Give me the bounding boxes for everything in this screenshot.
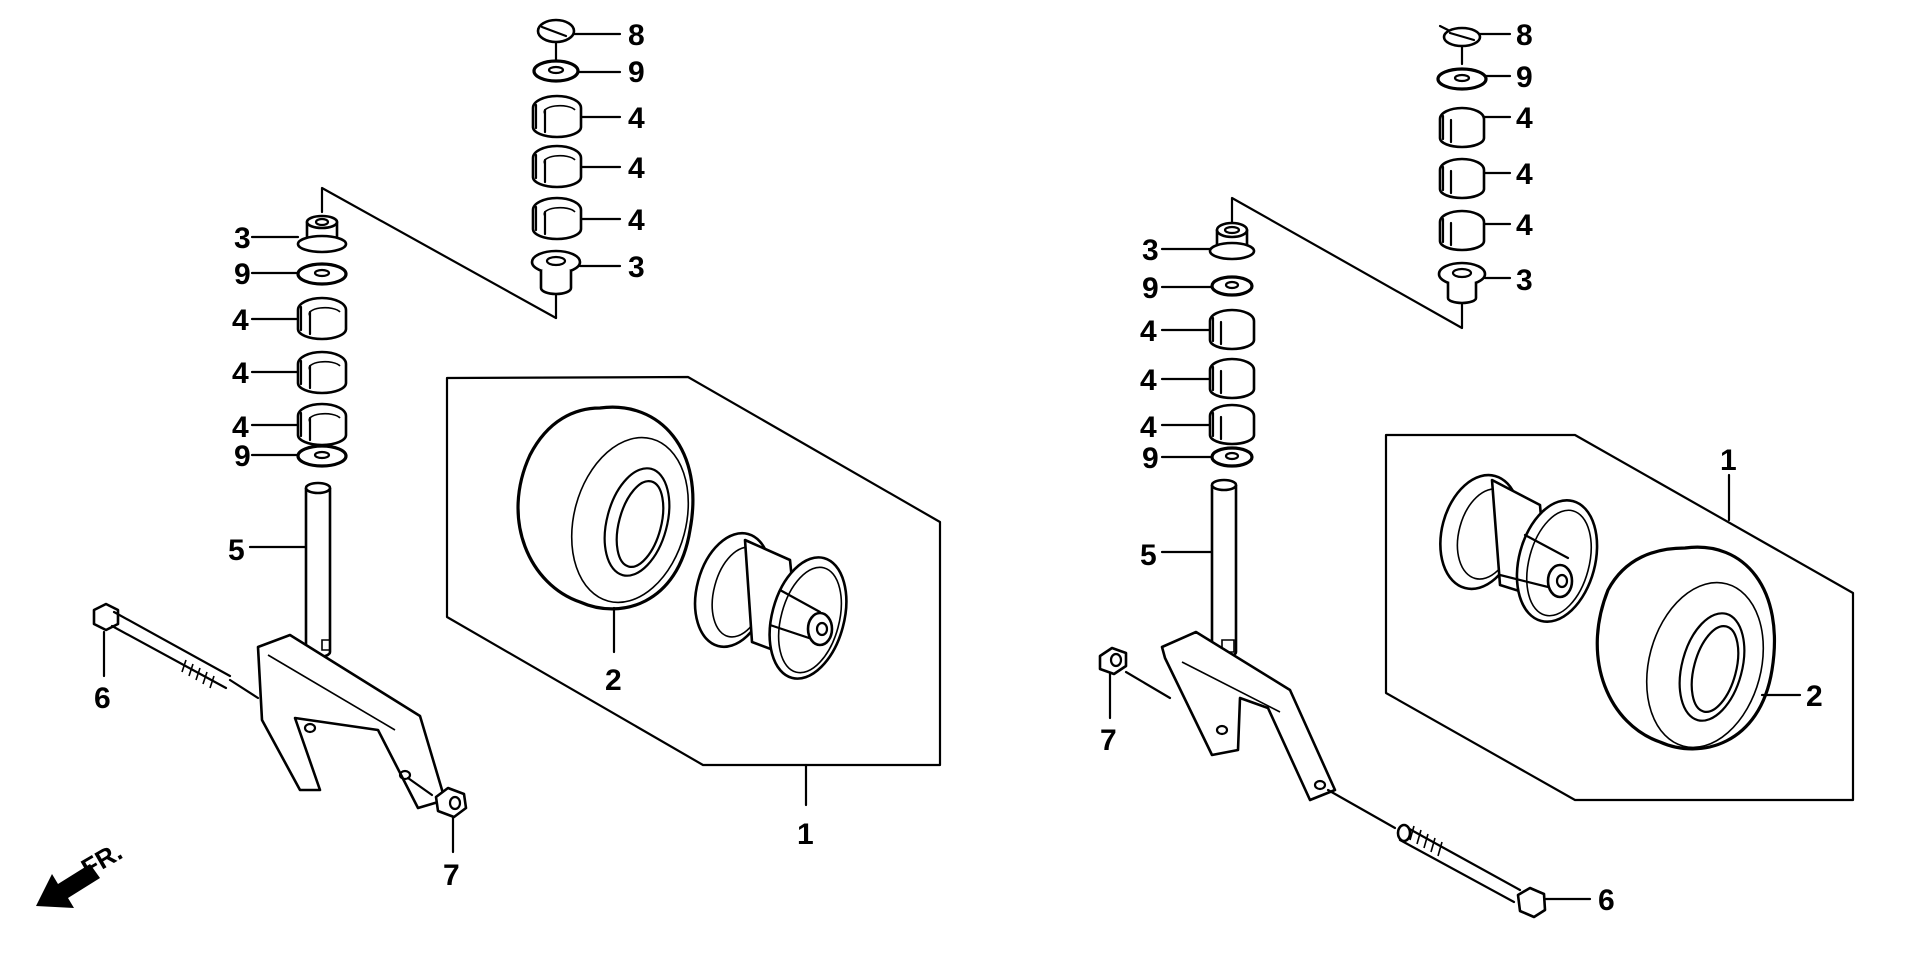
front-arrow-icon: FR. <box>36 836 127 908</box>
washer-icon <box>1210 275 1254 297</box>
callout-4[interactable]: 4 <box>1140 315 1157 348</box>
spacer-icon <box>531 94 583 139</box>
caster-yoke-icon <box>256 633 447 810</box>
left-assembly: 8 9 4 4 <box>92 18 942 892</box>
callout-9[interactable]: 9 <box>1142 442 1159 475</box>
callout-9[interactable]: 9 <box>628 56 645 89</box>
nut-icon <box>1098 646 1172 700</box>
callout-7[interactable]: 7 <box>1100 724 1117 757</box>
spacer-icon <box>296 350 348 395</box>
spacer-icon <box>1438 106 1486 149</box>
tire-icon <box>516 405 695 611</box>
wheel-rim-icon <box>693 531 848 680</box>
nut-icon <box>406 776 468 819</box>
callout-9[interactable]: 9 <box>1142 272 1159 305</box>
lynch-pin-icon <box>1438 24 1482 66</box>
callout-9[interactable]: 9 <box>1516 61 1533 94</box>
callout-4[interactable]: 4 <box>628 152 645 185</box>
washer-icon <box>1210 446 1254 468</box>
tire-icon <box>1595 545 1777 751</box>
right-upper-stack: 8 9 4 4 4 <box>1436 19 1533 305</box>
spacer-icon <box>1208 357 1256 400</box>
callout-3[interactable]: 3 <box>1516 264 1533 297</box>
washer-icon <box>532 59 580 83</box>
bolt-icon <box>1326 788 1547 919</box>
callout-3[interactable]: 3 <box>1142 234 1159 267</box>
bushing-icon <box>1208 221 1256 261</box>
wheel-kit-outline <box>445 375 942 767</box>
assembly-leader <box>1230 196 1464 330</box>
callout-7[interactable]: 7 <box>443 859 460 892</box>
bushing-icon <box>296 214 348 254</box>
assembly-leader <box>320 186 558 320</box>
bolt-icon <box>92 602 260 700</box>
washer-icon <box>1436 67 1488 91</box>
callout-1[interactable]: 1 <box>1720 444 1737 477</box>
right-assembly: 8 9 4 4 4 <box>1098 19 1855 919</box>
callout-4[interactable]: 4 <box>232 304 249 337</box>
callout-4[interactable]: 4 <box>232 411 249 444</box>
callout-1[interactable]: 1 <box>797 818 814 851</box>
spacer-icon <box>1208 403 1256 446</box>
callout-3[interactable]: 3 <box>628 251 645 284</box>
left-upper-stack: 8 9 4 4 <box>530 18 645 320</box>
bushing-icon <box>1437 261 1487 305</box>
callout-2[interactable]: 2 <box>605 664 622 697</box>
callout-6[interactable]: 6 <box>94 682 111 715</box>
wheel-kit-outline <box>1384 433 1855 802</box>
callout-4[interactable]: 4 <box>1516 158 1533 191</box>
lynch-pin-icon <box>536 18 576 62</box>
callout-4[interactable]: 4 <box>1516 102 1533 135</box>
bushing-icon <box>530 249 582 296</box>
spacer-icon <box>296 296 348 341</box>
callout-9[interactable]: 9 <box>234 440 251 473</box>
callout-8[interactable]: 8 <box>1516 19 1533 52</box>
callout-2[interactable]: 2 <box>1806 680 1823 713</box>
callout-5[interactable]: 5 <box>1140 539 1157 572</box>
washer-icon <box>296 444 348 468</box>
pivot-shaft-icon <box>1210 478 1238 659</box>
callout-5[interactable]: 5 <box>228 534 245 567</box>
callout-4[interactable]: 4 <box>628 102 645 135</box>
washer-icon <box>296 262 348 286</box>
wheel-rim-icon <box>1439 473 1599 623</box>
spacer-icon <box>531 196 583 241</box>
callout-3[interactable]: 3 <box>234 222 251 255</box>
callout-8[interactable]: 8 <box>628 19 645 52</box>
spacer-icon <box>1208 308 1256 351</box>
callout-4[interactable]: 4 <box>1140 411 1157 444</box>
spacer-icon <box>296 402 348 447</box>
callout-4[interactable]: 4 <box>1140 364 1157 397</box>
callout-4[interactable]: 4 <box>232 357 249 390</box>
callout-4[interactable]: 4 <box>1516 209 1533 242</box>
spacer-icon <box>1438 209 1486 252</box>
callout-9[interactable]: 9 <box>234 258 251 291</box>
caster-yoke-icon <box>1160 630 1337 802</box>
callout-4[interactable]: 4 <box>628 204 645 237</box>
spacer-icon <box>1438 157 1486 200</box>
callout-6[interactable]: 6 <box>1598 884 1615 917</box>
pivot-shaft-icon <box>304 481 332 659</box>
left-lower-stack: 3 9 4 4 <box>232 214 348 473</box>
spacer-icon <box>531 144 583 189</box>
right-lower-stack: 3 9 4 4 4 <box>1140 221 1256 475</box>
